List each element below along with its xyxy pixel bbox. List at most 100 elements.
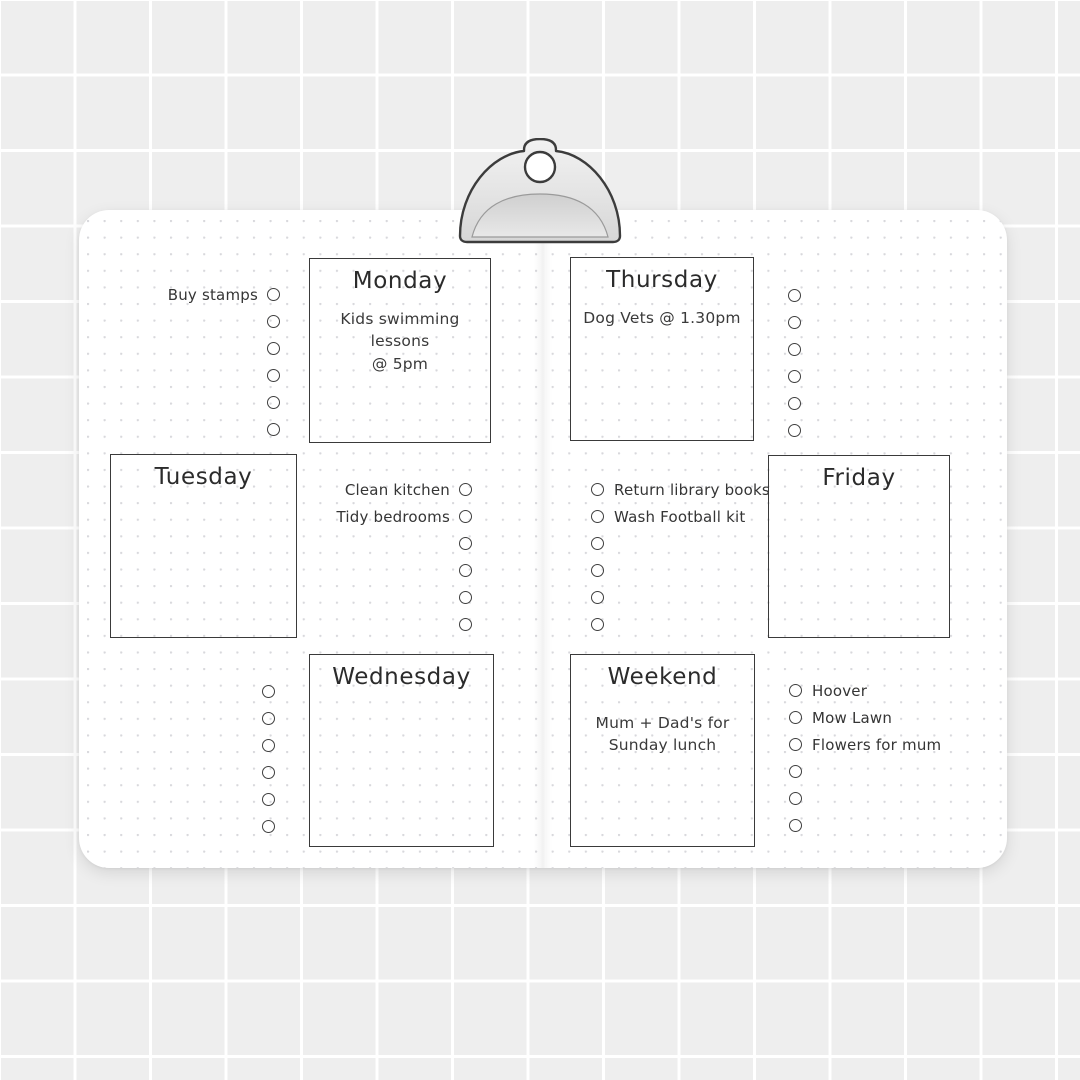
- checklist-item[interactable]: Return library books: [591, 476, 791, 503]
- checklist-item[interactable]: [789, 758, 979, 785]
- checklist-item[interactable]: [180, 786, 275, 813]
- checkbox-circle-icon[interactable]: [459, 591, 472, 604]
- checklist-item[interactable]: [591, 584, 791, 611]
- checkbox-circle-icon[interactable]: [459, 618, 472, 631]
- clip-hole-icon: [523, 150, 557, 184]
- checkbox-circle-icon[interactable]: [267, 423, 280, 436]
- checkbox-circle-icon[interactable]: [788, 424, 801, 437]
- checkbox-circle-icon[interactable]: [591, 483, 604, 496]
- checkbox-circle-icon[interactable]: [262, 820, 275, 833]
- checklist-top-left[interactable]: Buy stamps: [95, 281, 280, 443]
- checklist-item[interactable]: [180, 813, 275, 840]
- checkbox-circle-icon[interactable]: [267, 342, 280, 355]
- checkbox-circle-icon[interactable]: [267, 315, 280, 328]
- daybox-monday-note-line-1: Kids swimming lessons: [340, 310, 460, 351]
- checkbox-circle-icon[interactable]: [262, 712, 275, 725]
- checklist-item[interactable]: [95, 389, 280, 416]
- daybox-wednesday[interactable]: Wednesday: [309, 654, 494, 847]
- checklist-item-label: Wash Football kit: [614, 507, 746, 526]
- checklist-item[interactable]: [300, 584, 472, 611]
- checkbox-circle-icon[interactable]: [789, 738, 802, 751]
- checkbox-circle-icon[interactable]: [789, 711, 802, 724]
- checklist-item[interactable]: [591, 557, 791, 584]
- checklist-item[interactable]: [95, 335, 280, 362]
- daybox-weekend-note-line-1: Mum + Dad's for: [595, 714, 730, 732]
- checklist-item[interactable]: [180, 759, 275, 786]
- daybox-thursday-note: Dog Vets @ 1.30pm: [571, 307, 753, 329]
- checklist-bottom-left[interactable]: [180, 678, 275, 840]
- checkbox-circle-icon[interactable]: [459, 537, 472, 550]
- checklist-item[interactable]: [789, 785, 979, 812]
- daybox-monday-title: Monday: [352, 268, 448, 294]
- daybox-tuesday-title: Tuesday: [154, 464, 253, 490]
- checklist-item[interactable]: [95, 362, 280, 389]
- checklist-item[interactable]: Clean kitchen: [300, 476, 472, 503]
- checkbox-circle-icon[interactable]: [459, 483, 472, 496]
- daybox-monday-note: Kids swimming lessons @ 5pm: [310, 308, 490, 375]
- checkbox-circle-icon[interactable]: [788, 316, 801, 329]
- checkbox-circle-icon[interactable]: [262, 766, 275, 779]
- checklist-item[interactable]: [788, 309, 978, 336]
- checkbox-circle-icon[interactable]: [591, 591, 604, 604]
- checklist-item[interactable]: Hoover: [789, 677, 979, 704]
- checklist-item[interactable]: Tidy bedrooms: [300, 503, 472, 530]
- checkbox-circle-icon[interactable]: [789, 684, 802, 697]
- checklist-top-right[interactable]: [788, 282, 978, 444]
- checklist-item-label: Mow Lawn: [812, 708, 893, 727]
- daybox-tuesday[interactable]: Tuesday: [110, 454, 297, 638]
- daybox-thursday-note-line-1: Dog Vets @ 1.30pm: [583, 309, 741, 327]
- checklist-item[interactable]: [591, 530, 791, 557]
- checklist-item[interactable]: [788, 417, 978, 444]
- checklist-item[interactable]: Mow Lawn: [789, 704, 979, 731]
- daybox-monday[interactable]: Monday Kids swimming lessons @ 5pm: [309, 258, 491, 443]
- daybox-weekend-title: Weekend: [607, 664, 718, 690]
- checklist-item[interactable]: [788, 336, 978, 363]
- checklist-item[interactable]: [788, 282, 978, 309]
- checklist-item[interactable]: [180, 678, 275, 705]
- checkbox-circle-icon[interactable]: [262, 685, 275, 698]
- checkbox-circle-icon[interactable]: [789, 819, 802, 832]
- checkbox-circle-icon[interactable]: [591, 564, 604, 577]
- checkbox-circle-icon[interactable]: [591, 618, 604, 631]
- checklist-item[interactable]: [180, 732, 275, 759]
- checkbox-circle-icon[interactable]: [262, 793, 275, 806]
- checkbox-circle-icon[interactable]: [262, 739, 275, 752]
- checkbox-circle-icon[interactable]: [591, 510, 604, 523]
- checkbox-circle-icon[interactable]: [459, 564, 472, 577]
- checklist-item[interactable]: [788, 363, 978, 390]
- checklist-item[interactable]: Flowers for mum: [789, 731, 979, 758]
- daybox-wednesday-title: Wednesday: [332, 664, 471, 690]
- checkbox-circle-icon[interactable]: [267, 396, 280, 409]
- checkbox-circle-icon[interactable]: [788, 370, 801, 383]
- daybox-friday-title: Friday: [822, 465, 896, 491]
- checklist-item[interactable]: [95, 308, 280, 335]
- checklist-item[interactable]: [95, 416, 280, 443]
- checklist-item[interactable]: [300, 557, 472, 584]
- checklist-item[interactable]: Buy stamps: [95, 281, 280, 308]
- checklist-item[interactable]: Wash Football kit: [591, 503, 791, 530]
- checkbox-circle-icon[interactable]: [789, 792, 802, 805]
- checklist-item[interactable]: [788, 390, 978, 417]
- checklist-item[interactable]: [300, 530, 472, 557]
- checklist-item[interactable]: [180, 705, 275, 732]
- checklist-item-label: Buy stamps: [167, 285, 258, 304]
- daybox-weekend[interactable]: Weekend Mum + Dad's for Sunday lunch: [570, 654, 755, 847]
- daybox-thursday[interactable]: Thursday Dog Vets @ 1.30pm: [570, 257, 754, 441]
- checkbox-circle-icon[interactable]: [267, 369, 280, 382]
- checkbox-circle-icon[interactable]: [591, 537, 604, 550]
- checkbox-circle-icon[interactable]: [788, 289, 801, 302]
- checklist-item[interactable]: [789, 812, 979, 839]
- checkbox-circle-icon[interactable]: [267, 288, 280, 301]
- checklist-item[interactable]: [300, 611, 472, 638]
- checkbox-circle-icon[interactable]: [788, 343, 801, 356]
- checklist-item-label: Tidy bedrooms: [336, 507, 450, 526]
- daybox-monday-note-line-2: @ 5pm: [371, 354, 429, 373]
- daybox-friday[interactable]: Friday: [768, 455, 950, 638]
- checklist-item[interactable]: [591, 611, 791, 638]
- checkbox-circle-icon[interactable]: [789, 765, 802, 778]
- checkbox-circle-icon[interactable]: [788, 397, 801, 410]
- checkbox-circle-icon[interactable]: [459, 510, 472, 523]
